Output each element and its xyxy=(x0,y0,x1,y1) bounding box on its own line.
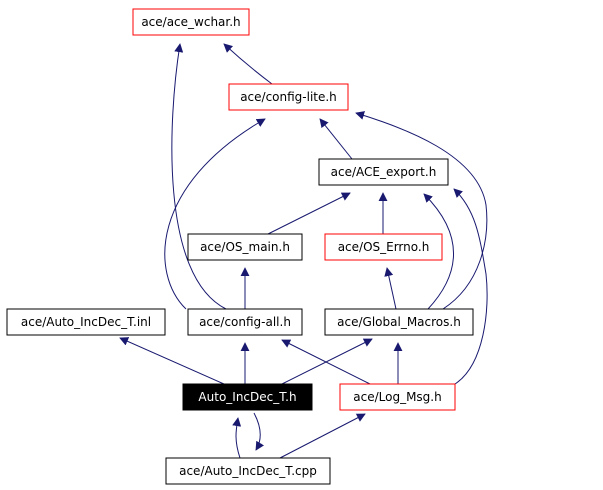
edge-auto_incdec_h-to-auto_incdec_cpp xyxy=(253,412,265,451)
node-box xyxy=(324,308,474,336)
node-ace-wchar[interactable]: ace/ace_wchar.h xyxy=(132,8,250,36)
node-config-lite[interactable]: ace/config-lite.h xyxy=(228,83,349,111)
node-config-all[interactable]: ace/config-all.h xyxy=(187,308,303,336)
node-label: ace/ace_wchar.h xyxy=(141,15,240,29)
node-box xyxy=(324,233,443,261)
node-label: ace/OS_main.h xyxy=(200,240,290,254)
node-box xyxy=(187,308,303,336)
edge-config_all-to-ace_wchar xyxy=(171,43,227,310)
node-box xyxy=(228,83,349,111)
node-os-main[interactable]: ace/OS_main.h xyxy=(187,233,303,261)
node-auto-incdec-h[interactable]: Auto_IncDec_T.h xyxy=(182,383,313,411)
node-label: ace/Auto_IncDec_T.cpp xyxy=(179,464,317,478)
node-global-macros[interactable]: ace/Global_Macros.h xyxy=(324,308,474,336)
node-box xyxy=(182,383,313,411)
node-box xyxy=(187,233,303,261)
node-ace-export[interactable]: ace/ACE_export.h xyxy=(318,158,449,186)
edge-auto_incdec_cpp-to-auto_incdec_h xyxy=(232,417,242,459)
edge-global_macros-to-os_errno xyxy=(384,267,397,310)
edge-config_lite-to-ace_wchar xyxy=(223,43,273,85)
node-box xyxy=(165,457,331,485)
node-layer: ace/ace_wchar.h ace/config-lite.h ace/ACE_… xyxy=(6,8,474,485)
edge-global_macros-to-ace_export xyxy=(423,193,455,310)
edge-ace_export-to-config_lite xyxy=(319,118,353,160)
node-label: ace/Global_Macros.h xyxy=(337,315,461,329)
edge-auto_incdec_h-to-global_macros xyxy=(281,338,373,385)
node-label: ace/config-lite.h xyxy=(240,90,337,104)
node-label: ace/ACE_export.h xyxy=(331,165,437,179)
edge-os_main-to-ace_export xyxy=(267,192,351,235)
node-label: ace/OS_Errno.h xyxy=(338,240,430,254)
node-os-errno[interactable]: ace/OS_Errno.h xyxy=(324,233,443,261)
node-label: ace/Auto_IncDec_T.inl xyxy=(21,315,151,329)
edge-log_msg-to-ace_export xyxy=(453,188,488,385)
edge-auto_incdec_cpp-to-log_msg xyxy=(279,413,366,459)
node-label: ace/config-all.h xyxy=(199,315,291,329)
edge-auto_incdec_h-to-auto_incdec_inl xyxy=(119,337,225,385)
node-box xyxy=(318,158,449,186)
node-label: Auto_IncDec_T.h xyxy=(198,390,296,404)
node-auto-incdec-cpp[interactable]: ace/Auto_IncDec_T.cpp xyxy=(165,457,331,485)
node-box xyxy=(6,308,166,336)
edge-global_macros-to-config_lite xyxy=(355,111,488,310)
node-auto-incdec-inl[interactable]: ace/Auto_IncDec_T.inl xyxy=(6,308,166,336)
node-label: ace/Log_Msg.h xyxy=(353,390,441,404)
edge-layer xyxy=(119,43,488,459)
node-log-msg[interactable]: ace/Log_Msg.h xyxy=(339,383,456,411)
node-box xyxy=(132,8,250,36)
edge-config_all-to-config_lite xyxy=(164,118,266,310)
node-box xyxy=(339,383,456,411)
